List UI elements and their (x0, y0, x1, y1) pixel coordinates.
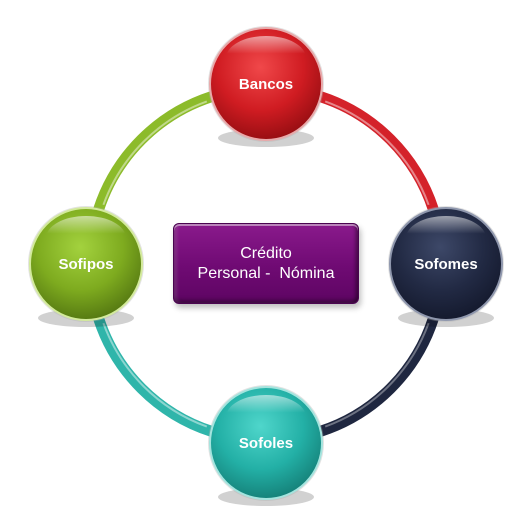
node-label-sofoles: Sofoles (239, 435, 293, 452)
node-sofipos: Sofipos (28, 206, 144, 327)
node-sofomes: Sofomes (388, 206, 504, 327)
center-subtitle: Personal - Nómina (197, 264, 335, 282)
ring-highlight (102, 322, 208, 428)
ring (93, 91, 439, 437)
ring-highlight (324, 100, 430, 206)
center-box: Crédito Personal - Nómina (173, 223, 359, 304)
node-bancos: Bancos (208, 26, 324, 147)
ring-segment-sofomes-sofoles (314, 312, 439, 437)
node-label-sofomes: Sofomes (414, 256, 477, 273)
ring-highlight (324, 322, 430, 428)
ring-segment-bancos-sofomes (314, 91, 439, 216)
ring-segment-sofipos-bancos (93, 91, 218, 216)
node-label-sofipos: Sofipos (59, 256, 114, 273)
ring-highlight (102, 100, 208, 206)
center-title: Crédito (240, 244, 292, 262)
ring-segment-sofoles-sofipos (93, 312, 218, 437)
node-sofoles: Sofoles (208, 385, 324, 506)
node-label-bancos: Bancos (239, 76, 293, 93)
